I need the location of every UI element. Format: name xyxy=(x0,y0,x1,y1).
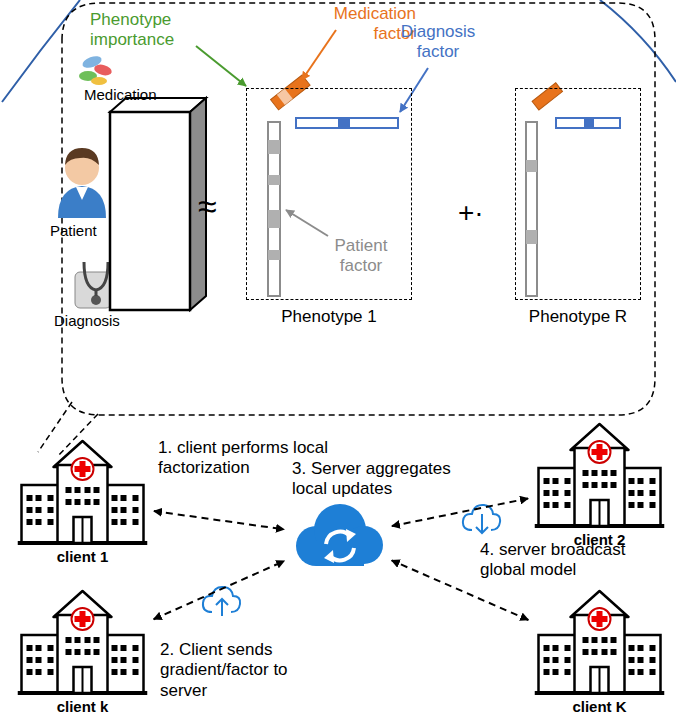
client-label: client 1 xyxy=(15,548,150,565)
dashed-arrow xyxy=(154,511,284,529)
hospital-client: client k xyxy=(15,585,150,717)
hospital-icon xyxy=(15,585,150,697)
step-label: 3. Server aggregates local updates xyxy=(292,459,468,500)
hospital-client: client 1 xyxy=(15,435,150,567)
hospital-client: client K xyxy=(532,585,667,717)
annotation: Diagnosis factor xyxy=(398,22,478,63)
approx-sign: ≈ xyxy=(198,186,217,227)
client-label: client K xyxy=(532,698,667,715)
hospital-icon xyxy=(532,585,667,697)
annotation: Patient factor xyxy=(326,236,396,277)
cloud-shape xyxy=(288,498,388,576)
client-label: client k xyxy=(15,698,150,715)
phenotype-label: Phenotype R xyxy=(496,307,660,327)
annotation: Phenotype importance xyxy=(90,10,202,51)
dashed-arrow xyxy=(392,498,528,526)
hospital-icon xyxy=(15,435,150,547)
server-cloud xyxy=(288,498,388,576)
phenotype-label: Phenotype 1 xyxy=(227,307,431,327)
icon-label: Patient xyxy=(50,222,97,240)
icon-label: Diagnosis xyxy=(54,312,120,330)
dashed-arrow xyxy=(154,561,285,619)
step-label: 2. Client sends gradient/factor to serve… xyxy=(160,640,310,701)
plus-sign: +· xyxy=(458,196,484,230)
phenotype-box: Phenotype R xyxy=(515,88,641,300)
step-label: 4. server broadcast global model xyxy=(480,540,640,581)
hospital-client: client 2 xyxy=(532,418,667,550)
hospital-icon xyxy=(532,418,667,530)
phenotype-box: Phenotype 1 xyxy=(246,88,412,300)
icon-label: Medication xyxy=(84,86,157,104)
